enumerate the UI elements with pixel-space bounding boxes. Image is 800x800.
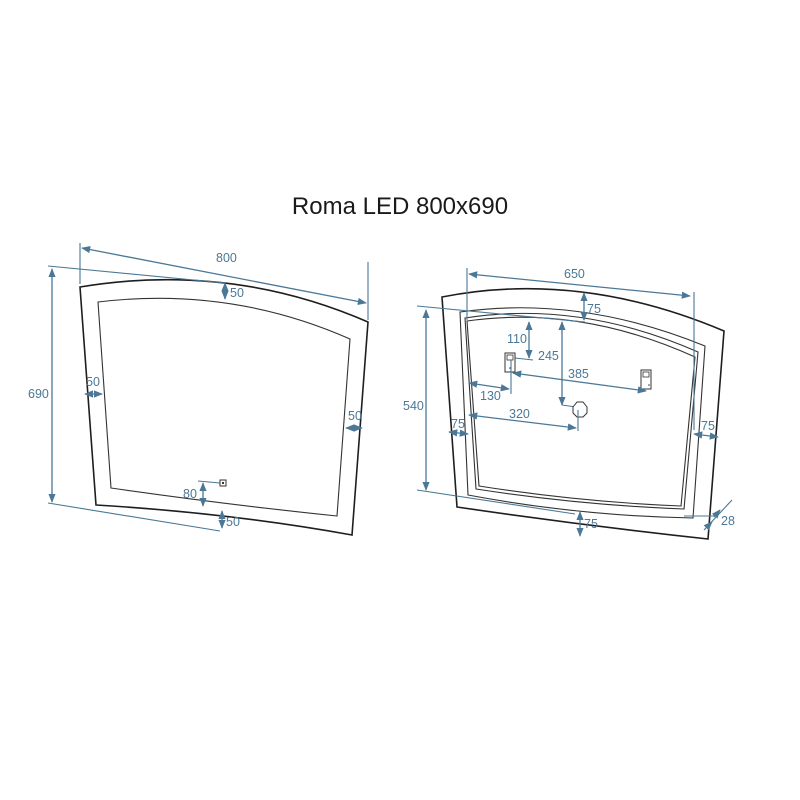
dim-bracket-spacing: 385 — [568, 367, 589, 381]
dim-width: 650 — [564, 267, 585, 281]
dim-right-frame: 75 — [701, 419, 715, 433]
power-outlet-icon — [572, 401, 588, 418]
dim-right-border: 50 — [348, 409, 362, 423]
front-view: 800 690 50 50 50 80 50 — [28, 243, 369, 536]
dim-left-border: 50 — [86, 375, 100, 389]
mounting-bracket-icon — [640, 369, 652, 390]
dim-top-border: 50 — [230, 286, 244, 300]
dim-bracket-from-top: 110 — [507, 332, 527, 346]
width-dimension-line — [81, 245, 367, 306]
dim-outlet-from-top: 245 — [538, 349, 559, 363]
drawing-title: Roma LED 800x690 — [291, 193, 509, 220]
mirror-outer-outline — [79, 278, 369, 536]
dim-left-frame: 75 — [451, 417, 465, 431]
dim-bracket-from-left: 130 — [480, 389, 501, 403]
dim-height: 690 — [28, 387, 49, 401]
frame-outer-outline — [459, 307, 706, 519]
width-dimension-line — [468, 271, 691, 299]
dim-depth: 28 — [721, 514, 735, 528]
dim-bottom-border: 50 — [226, 515, 240, 529]
dim-height: 540 — [403, 399, 424, 413]
dim-bottom-frame: 75 — [584, 517, 598, 531]
mounting-bracket-icon — [504, 352, 516, 373]
dim-switch-offset: 80 — [183, 487, 197, 501]
back-view: 650 540 75 110 245 385 — [403, 267, 735, 540]
dim-top-frame: 75 — [587, 302, 601, 316]
dim-width: 800 — [216, 251, 237, 265]
dim-outlet-from-left: 320 — [509, 407, 530, 421]
